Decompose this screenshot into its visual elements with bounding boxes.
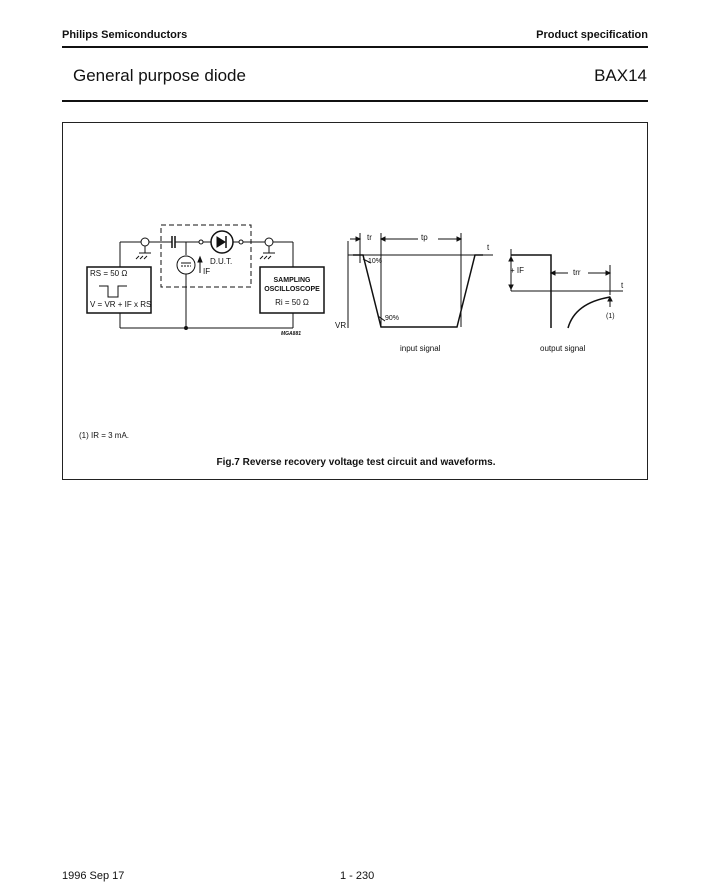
figure-ref-code: MGA881 (281, 331, 302, 337)
pct10-label: 10% (368, 258, 383, 265)
trr-label: trr (573, 268, 581, 277)
figure-note: (1) IR = 3 mA. (79, 431, 130, 440)
company-name: Philips Semiconductors (62, 29, 188, 41)
voltage-formula: V = VR + IF x RS (90, 300, 152, 309)
if-label: IF (203, 267, 211, 276)
pulse-generator-box (86, 266, 152, 314)
vr-label: VR (335, 321, 347, 330)
output-t-label: t (621, 281, 624, 290)
output-signal-label: output signal (540, 344, 586, 353)
footer-page-number: 1 - 230 (340, 870, 375, 882)
page-title: General purpose diode (73, 66, 246, 85)
scope-label-1: SAMPLING (273, 277, 311, 284)
dut-label: D.U.T. (210, 257, 233, 266)
rs-label: RS = 50 Ω (90, 269, 128, 278)
part-number: BAX14 (594, 66, 647, 85)
pct90-label: 90% (385, 315, 400, 322)
output-if-label: + IF (510, 266, 525, 275)
figure-frame: RS = 50 Ω V = VR + IF x RS D.U.T. IF SAM… (62, 122, 648, 480)
input-t-label: t (487, 243, 490, 252)
figure-caption: Fig.7 Reverse recovery voltage test circ… (216, 457, 496, 468)
header-rule-bottom (62, 100, 648, 102)
tr-label: tr (367, 233, 372, 242)
document-type: Product specification (536, 29, 648, 41)
scope-label-2: OSCILLOSCOPE (264, 286, 320, 293)
scope-ri-label: Ri = 50 Ω (275, 298, 309, 307)
tp-label: tp (421, 233, 428, 242)
dut-dashed-box (160, 224, 252, 288)
output-note-marker: (1) (606, 313, 615, 320)
oscilloscope-box (259, 266, 325, 314)
figure-drawing (86, 224, 623, 330)
input-signal-label: input signal (400, 344, 441, 353)
footer-date: 1996 Sep 17 (62, 870, 125, 882)
header-rule-top (62, 46, 648, 48)
